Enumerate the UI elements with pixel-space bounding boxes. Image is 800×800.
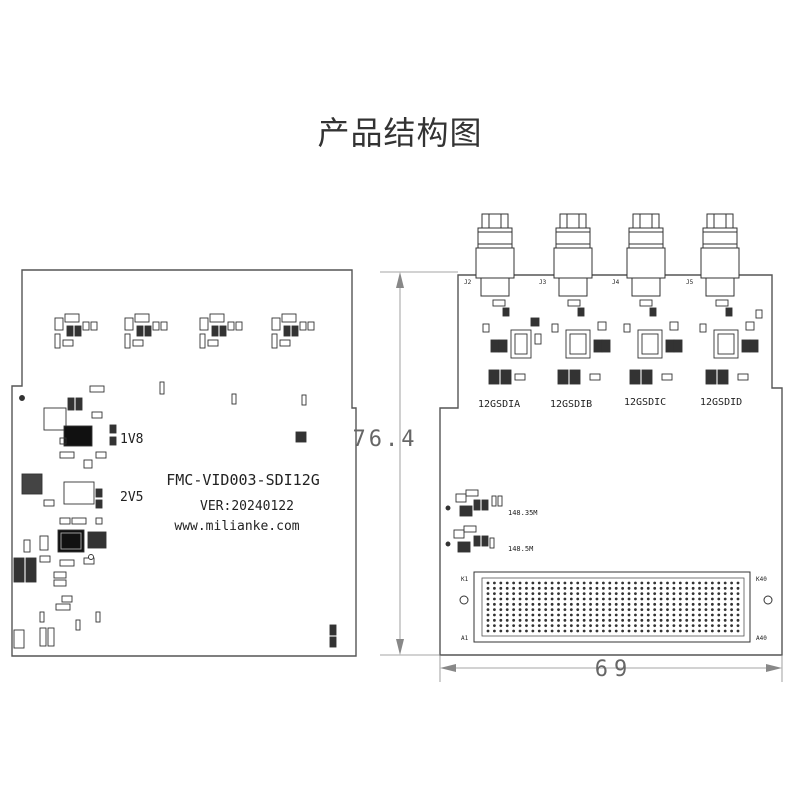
connector-ref-j3: J3 — [539, 279, 547, 286]
bnc-connector-j4 — [626, 213, 666, 297]
left-main-ic — [23, 529, 107, 567]
left-power-section — [21, 397, 117, 525]
fmc-pin-k1: K1 — [461, 576, 469, 583]
bnc-connector-j3 — [553, 213, 593, 297]
bnc-connector-j5 — [700, 213, 740, 297]
right-board: J2 J3 J4 J5 — [439, 213, 783, 656]
fmc-pin-array — [486, 581, 740, 633]
left-mid-parts — [19, 381, 307, 443]
board-model-label: FMC-VID003-SDI12G — [166, 471, 320, 489]
dimension-height — [380, 271, 458, 656]
dimension-width-label: 69 — [595, 657, 634, 682]
left-top-clusters — [54, 313, 315, 349]
fmc-connector — [459, 571, 773, 643]
channel-circuits — [482, 299, 763, 385]
page-title: 产品结构图 — [317, 114, 483, 152]
channel-label-b: 12GSDIB — [550, 399, 592, 410]
bnc-connectors — [475, 213, 740, 297]
dimension-height-label: 76.4 — [353, 427, 418, 452]
connector-ref-j5: J5 — [686, 279, 694, 286]
dimension-width — [439, 655, 783, 682]
board-website-label: www.milianke.com — [174, 519, 299, 534]
fmc-pin-k40: K40 — [756, 576, 767, 583]
clock-oscillators — [445, 489, 503, 553]
channel-label-d: 12GSDID — [700, 397, 742, 408]
clock-label-148-5m: 148.5M — [508, 545, 533, 553]
voltage-2v5-label: 2V5 — [120, 490, 143, 505]
bnc-connector-j2 — [475, 213, 515, 297]
connector-ref-j2: J2 — [464, 279, 472, 286]
left-lower-parts — [13, 554, 337, 649]
left-board: 1V8 2V5 FMC-VID003-SDI12G VER:20240122 w… — [11, 269, 357, 657]
fmc-pin-a1: A1 — [461, 635, 469, 642]
channel-label-a: 12GSDIA — [478, 399, 520, 410]
connector-ref-j4: J4 — [612, 279, 620, 286]
channel-label-c: 12GSDIC — [624, 397, 666, 408]
voltage-1v8-label: 1V8 — [120, 432, 143, 447]
fmc-pin-a40: A40 — [756, 635, 767, 642]
clock-label-148-35m: 148.35M — [508, 509, 538, 517]
left-board-outline — [11, 269, 357, 657]
board-version-label: VER:20240122 — [200, 499, 294, 514]
